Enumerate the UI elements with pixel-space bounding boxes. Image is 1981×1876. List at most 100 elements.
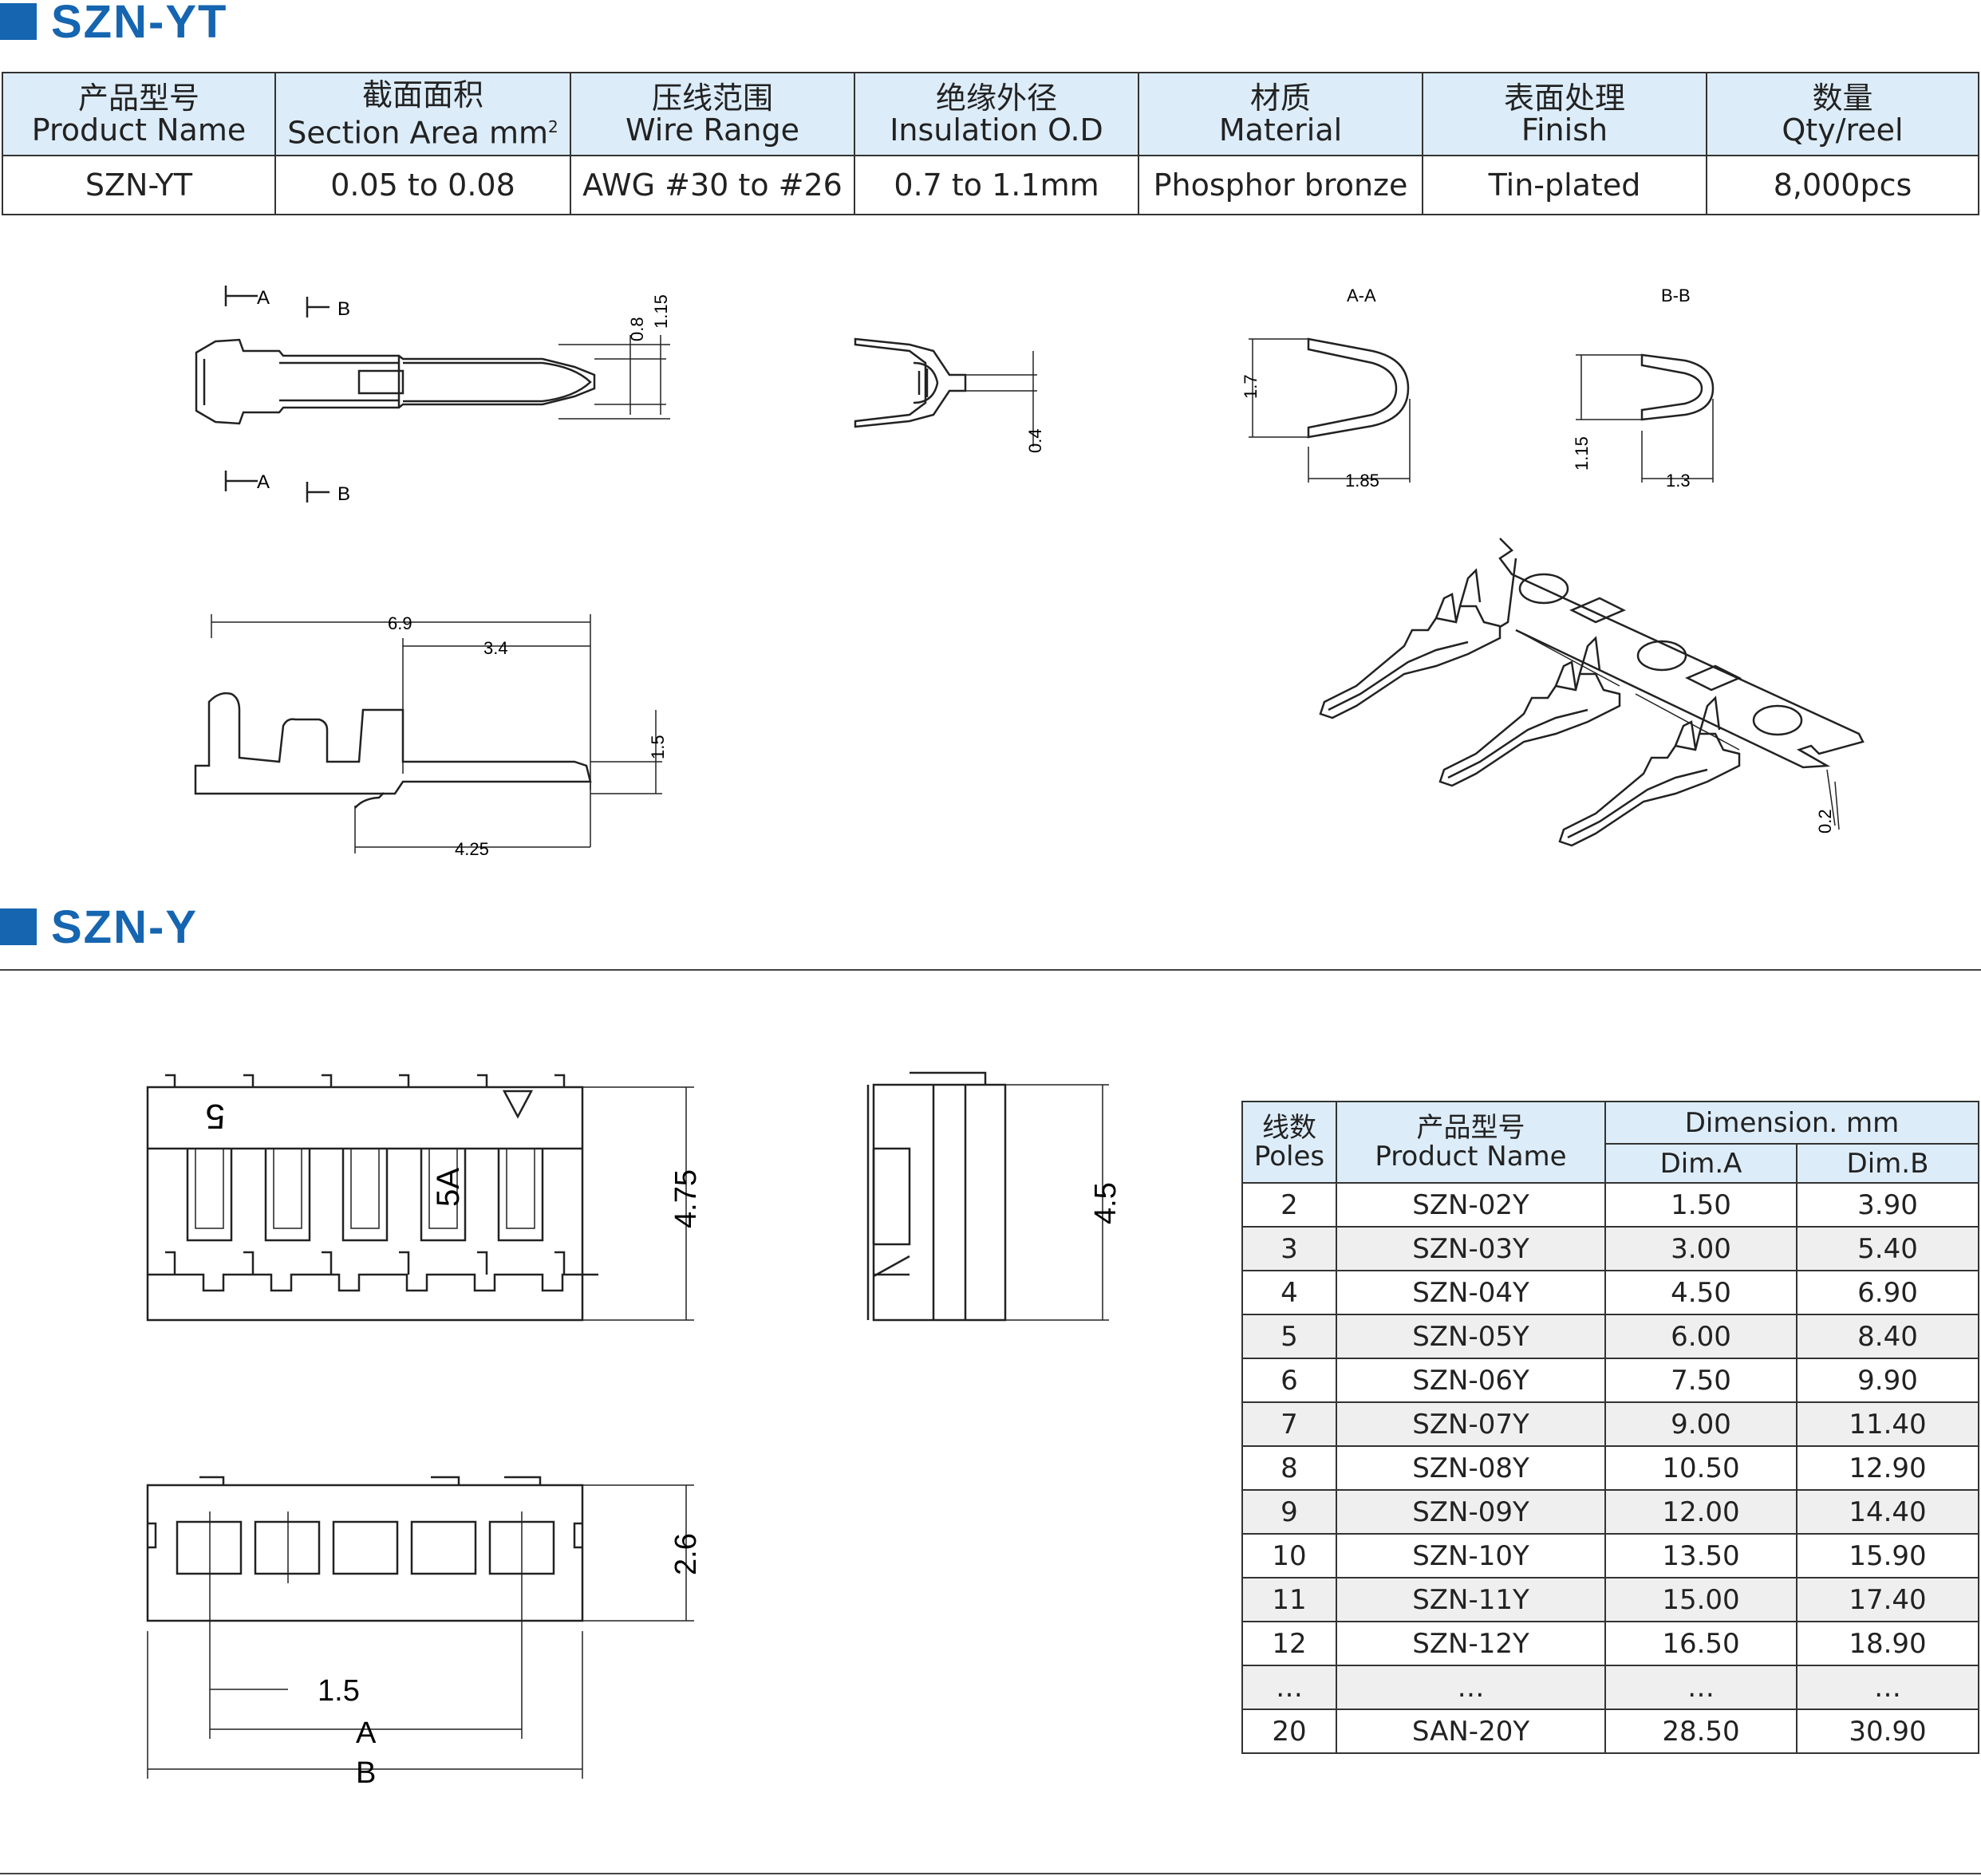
sec-a-top: A — [257, 287, 270, 309]
housing-drawing: 5 5A 4.75 4.5 2.6 1.5 A B — [146, 1071, 1123, 1790]
dim-side-total: 6.9 — [388, 613, 412, 633]
section-title-text: SZN-YT — [51, 0, 228, 48]
divider-top — [0, 969, 1981, 971]
cell-product-name: SAN-20Y — [1336, 1708, 1606, 1754]
cell-product-name: SZN-08Y — [1336, 1445, 1606, 1491]
dim-b-label: B — [356, 1756, 376, 1790]
spec-table-row: SZN-YT 0.05 to 0.08 AWG #30 to #26 0.7 t… — [2, 155, 1979, 215]
dim-pitch: 1.5 — [318, 1674, 360, 1708]
dim-side-bottom: 4.25 — [455, 839, 489, 859]
dim-side-front: 3.4 — [483, 638, 508, 658]
cell-dim-a: 7.50 — [1604, 1358, 1798, 1403]
cell-dim-a: 15.00 — [1604, 1577, 1798, 1622]
dim-side-h: 4.5 — [1089, 1182, 1123, 1224]
dim-aa-w: 1.85 — [1345, 471, 1379, 491]
cell-dim-b: 12.90 — [1796, 1445, 1979, 1491]
cell-dim-b: 5.40 — [1796, 1226, 1979, 1271]
cell-poles: 8 — [1241, 1445, 1337, 1491]
cell-poles: 10 — [1241, 1533, 1337, 1578]
dim-a-label: A — [356, 1716, 377, 1750]
cell-poles: 3 — [1241, 1226, 1337, 1271]
sec-b-top: B — [337, 298, 350, 320]
housing-side-view — [866, 1071, 1109, 1322]
cell-product-name: SZN-03Y — [1336, 1226, 1606, 1271]
cell-qty: 8,000pcs — [1706, 155, 1979, 215]
dim-bb-w: 1.3 — [1666, 471, 1691, 491]
terminal-front-view — [854, 337, 1037, 447]
cell-section-area: 0.05 to 0.08 — [274, 155, 571, 215]
terminal-reel-view — [1319, 538, 1865, 847]
dim-side-h: 1.5 — [648, 735, 668, 759]
housing-pole-mark: 5 — [206, 1097, 225, 1136]
cell-product-name: SZN-11Y — [1336, 1577, 1606, 1622]
terminal-top-view — [195, 286, 670, 503]
cell-poles: 11 — [1241, 1577, 1337, 1622]
dim-0-4: 0.4 — [1025, 428, 1045, 453]
cell-dim-b: 15.90 — [1796, 1533, 1979, 1578]
cell-poles: 7 — [1241, 1401, 1337, 1447]
cell-dim-b: … — [1796, 1665, 1979, 1710]
cell-dim-a: 16.50 — [1604, 1621, 1798, 1666]
cell-poles: 6 — [1241, 1358, 1337, 1403]
header-dim-b: Dim.B — [1796, 1143, 1979, 1184]
section-marker — [0, 3, 37, 40]
cell-dim-b: 3.90 — [1796, 1182, 1979, 1228]
sec-a-bottom: A — [257, 471, 270, 493]
cell-poles: … — [1241, 1665, 1337, 1710]
cell-dim-a: 13.50 — [1604, 1533, 1798, 1578]
cell-dim-a: 4.50 — [1604, 1270, 1798, 1315]
cell-dim-a: 6.00 — [1604, 1314, 1798, 1359]
dim-table-header-row-2: Dim.A Dim.B — [1242, 1143, 1979, 1184]
cell-product-name: SZN-10Y — [1336, 1533, 1606, 1578]
section-bb — [1576, 353, 1715, 483]
section-title-szn-y: SZN-Y — [0, 901, 198, 953]
cell-product-name: … — [1336, 1665, 1606, 1710]
cell-dim-b: 17.40 — [1796, 1577, 1979, 1622]
cell-product-name: SZN-04Y — [1336, 1270, 1606, 1315]
cell-product-name: SZN-07Y — [1336, 1401, 1606, 1447]
dim-0-8: 0.8 — [627, 317, 647, 341]
cell-finish: Tin-plated — [1422, 155, 1707, 215]
cell-dim-a: 3.00 — [1604, 1226, 1798, 1271]
section-title-szn-yt: SZN-YT — [0, 0, 227, 48]
housing-front-view — [146, 1074, 694, 1322]
divider-bottom — [0, 1873, 1981, 1874]
housing-rating-mark: 5A — [431, 1168, 466, 1207]
cell-product-name: SZN-09Y — [1336, 1489, 1606, 1535]
dim-bb-h: 1.15 — [1572, 436, 1592, 471]
dim-bottom-h: 2.6 — [669, 1533, 703, 1575]
cell-dim-b: 30.90 — [1796, 1708, 1979, 1754]
cell-dim-b: 18.90 — [1796, 1621, 1979, 1666]
cell-poles: 9 — [1241, 1489, 1337, 1535]
cell-poles: 4 — [1241, 1270, 1337, 1315]
cell-product-name: SZN-12Y — [1336, 1621, 1606, 1666]
section-aa — [1249, 337, 1411, 483]
cell-dim-b: 9.90 — [1796, 1358, 1979, 1403]
cell-wire-range: AWG #30 to #26 — [570, 155, 855, 215]
cell-product-name: SZN-YT — [2, 155, 276, 215]
cell-poles: 5 — [1241, 1314, 1337, 1359]
cell-poles: 12 — [1241, 1621, 1337, 1666]
sec-b-bottom: B — [337, 483, 350, 505]
cell-dim-b: 14.40 — [1796, 1489, 1979, 1535]
section-title-text: SZN-Y — [51, 901, 198, 953]
